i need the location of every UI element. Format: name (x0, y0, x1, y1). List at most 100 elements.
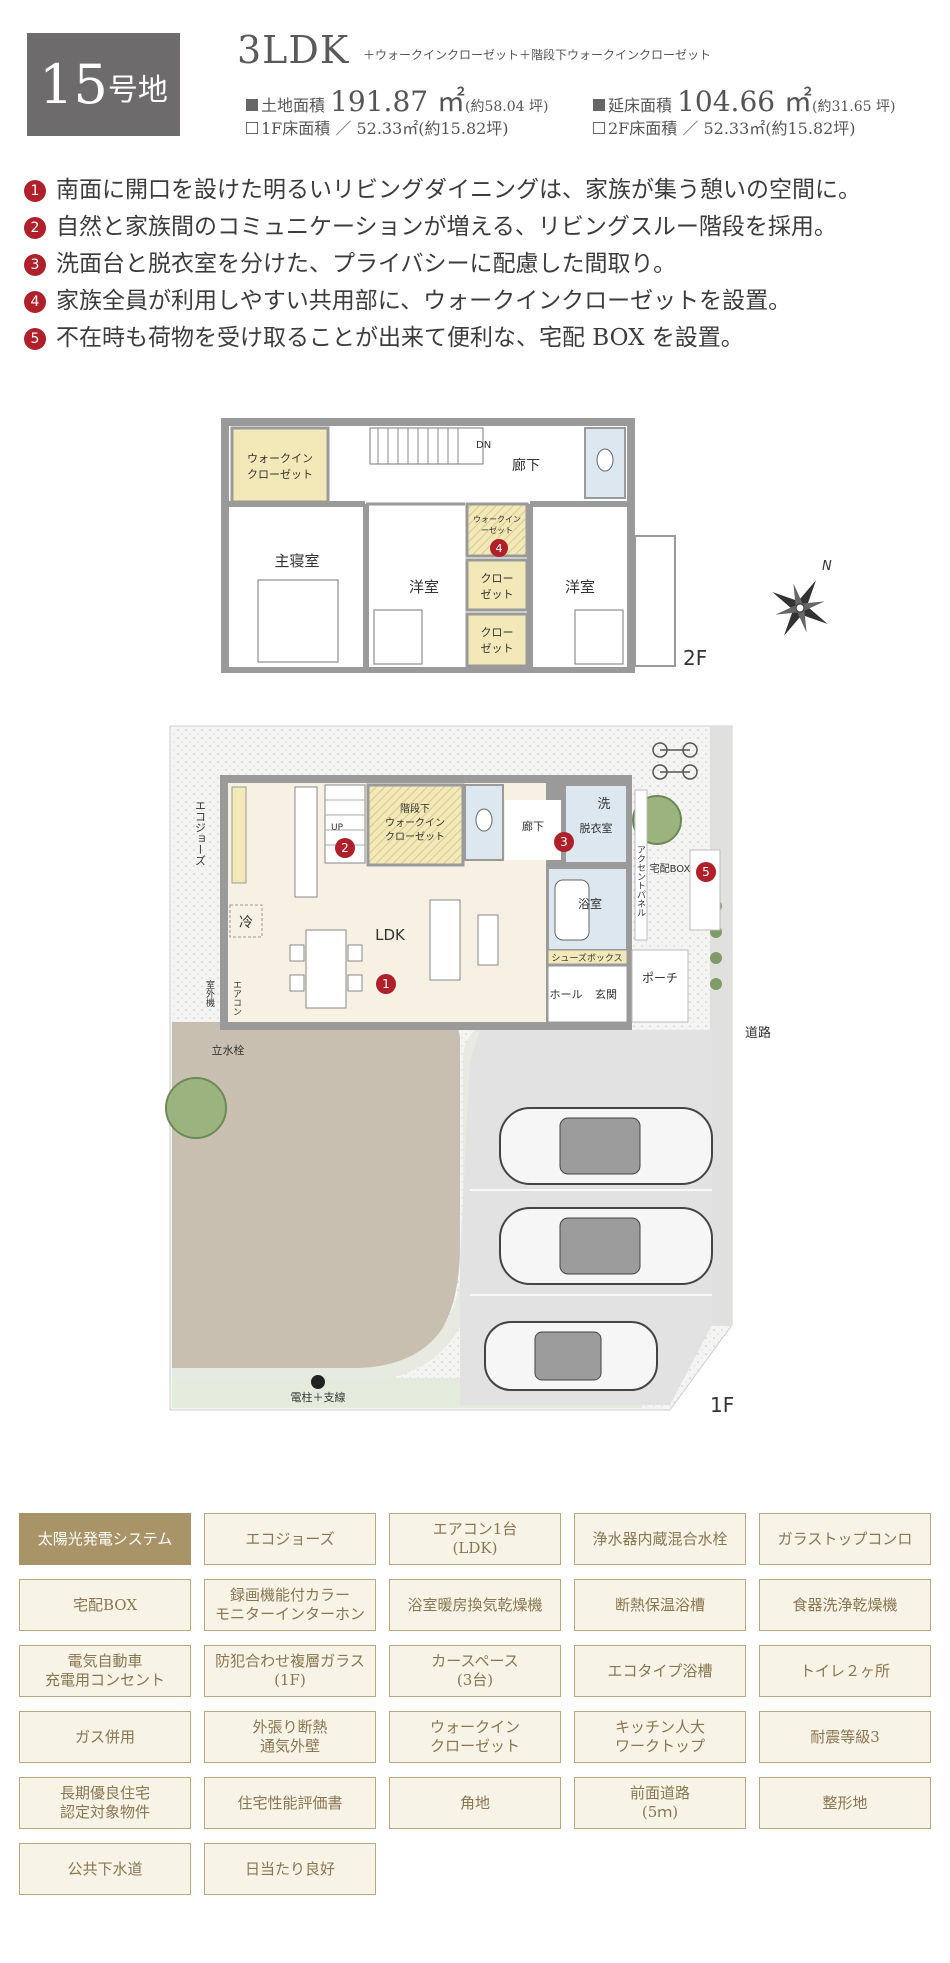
bath-label: 浴室 (578, 896, 602, 911)
road-label: 道路 (745, 1025, 771, 1041)
floor2-area: 2F床面積 ／ 52.33㎡(約15.82坪) (593, 115, 856, 139)
entrance-label: 玄関 (595, 987, 617, 1001)
closet1-label-2: ゼット (481, 588, 514, 601)
lot-number: 15 (39, 52, 108, 116)
dn-label: DN (476, 440, 491, 451)
stair-wic-label-1: 階段下 (400, 802, 430, 815)
feature-number: 5 (24, 328, 46, 350)
side-strip (710, 726, 732, 1326)
feature-item: 3 洗面台と脱衣室を分けた、プライバシーに配慮した間取り。 (24, 244, 861, 277)
stair-wic (366, 783, 465, 867)
wic-room (230, 426, 330, 504)
bathtub (554, 879, 590, 941)
feature-text: 家族全員が利用しやすい共用部に、ウォークインクローゼットを設置。 (56, 288, 792, 314)
hall-label-2f: 廊下 (512, 457, 540, 474)
lot-badge: 15 号地 (27, 33, 180, 136)
lawn (172, 1022, 460, 1375)
delivery-box-label: 宅配BOX (650, 862, 691, 875)
equipment-tag: 日当たり良好 (204, 1843, 376, 1895)
marker-5-label: 5 (702, 865, 710, 879)
entry-hall (547, 965, 628, 1023)
floor-area: 延床面積 104.66 ㎡(約31.65 坪) (593, 80, 895, 120)
equipment-tag: エアコン1台 (LDK) (389, 1513, 561, 1565)
empty-square-icon (593, 122, 605, 134)
shoebox-label: シューズボックス (551, 952, 622, 964)
porch (631, 949, 689, 1023)
equipment-tag: 断熱保温浴槽 (574, 1579, 746, 1631)
wic-label-1: ウォークイン (247, 452, 313, 465)
chair (289, 944, 305, 962)
stair-wic-label-3: クローゼット (385, 831, 445, 843)
filled-square-icon (246, 99, 258, 111)
equipment-tag: 耐震等級3 (759, 1711, 931, 1763)
stair-wic-label-2: ウォークイン (385, 817, 445, 829)
wic-label-2: クローゼット (247, 468, 313, 481)
pole-icon (311, 1375, 325, 1389)
feature-number: 3 (24, 254, 46, 276)
bed-western2 (574, 609, 624, 665)
marker-2 (335, 838, 355, 858)
outdoor-unit-label: 室外機 (204, 979, 215, 1008)
equipment-tag: ガス併用 (19, 1711, 191, 1763)
hall2-label: ホール (550, 988, 583, 1001)
feature-number: 2 (24, 217, 46, 239)
feature-text: 洗面台と脱衣室を分けた、プライバシーに配慮した間取り。 (56, 251, 677, 277)
chair (289, 974, 305, 992)
shrub-icon (710, 978, 722, 990)
kitchen-counter (231, 786, 247, 884)
feature-text: 不在時も荷物を受け取ることが出来て便利な、宅配 BOX を設置。 (56, 325, 744, 351)
car-icon (499, 1107, 713, 1185)
feature-text: 自然と家族間のコミュニケーションが増える、リビングスルー階段を採用。 (56, 214, 837, 240)
western2-label: 洋室 (565, 578, 595, 596)
floorplan-1f: LDK 冷 UP 階段下 ウォークイン クローゼット 廊下 洗 脱衣室 浴室 シ… (165, 725, 771, 1417)
up-label: UP (331, 823, 344, 833)
marker-3 (554, 832, 574, 852)
filled-square-icon (593, 99, 605, 111)
lot-suffix: 号地 (107, 72, 168, 108)
fridge-label: 冷 (239, 915, 253, 931)
equipment-tag: 太陽光発電システム (19, 1513, 191, 1565)
feature-item: 5 不在時も荷物を受け取ることが出来て便利な、宅配 BOX を設置。 (24, 318, 861, 351)
feature-text: 南面に開口を設けた明るいリビングダイニングは、家族が集う憩いの空間に。 (56, 177, 861, 203)
land-area-tsubo: (約58.04 坪) (464, 99, 549, 115)
car-icon (499, 1207, 713, 1285)
feature-number: 1 (24, 180, 46, 202)
marker-1-label: 1 (382, 977, 390, 991)
equipment-tag: キッチン人大 ワークトップ (574, 1711, 746, 1763)
closet-small-label-2: ーゼット (481, 525, 513, 535)
access-panel-label: アクセントパネル (635, 845, 646, 917)
equipment-tag: 外張り断熱 通気外壁 (204, 1711, 376, 1763)
land-area: 土地面積 191.87 ㎡(約58.04 坪) (246, 80, 548, 120)
ldk-label: LDK (375, 926, 406, 944)
wash-label: 洗 (597, 797, 610, 812)
toilet-bowl (596, 448, 614, 472)
equipment-tag: 前面道路 (5ｍ) (574, 1777, 746, 1829)
chair (347, 944, 363, 962)
floor2-area-label: 2F床面積 ／ 52.33㎡(約15.82坪) (608, 119, 856, 138)
equipment-tag: 電気自動車 充電用コンセント (19, 1645, 191, 1697)
floor1-area-label: 1F床面積 ／ 52.33㎡(約15.82坪) (261, 119, 509, 138)
floor-area-tsubo: (約31.65 坪) (811, 99, 896, 115)
floor1-area: 1F床面積 ／ 52.33㎡(約15.82坪) (246, 115, 509, 139)
equipment-tag: 公共下水道 (19, 1843, 191, 1895)
western1-label: 洋室 (409, 578, 439, 596)
hall-label-1f: 廊下 (522, 819, 544, 833)
bed-master (257, 579, 339, 663)
equipment-tag: 食器洗浄乾燥機 (759, 1579, 931, 1631)
ecojozu-label: エコジョーズ (194, 800, 207, 866)
equipment-tags: 太陽光発電システムエコジョーズエアコン1台 (LDK)浄水器内蔵混合水栓ガラスト… (19, 1513, 931, 1895)
plan-type: 3LDK (237, 28, 350, 72)
dining-table (305, 929, 347, 1009)
floor-area-label: 延床面積 (608, 96, 673, 115)
tree-icon (165, 1077, 227, 1139)
closet-small-label-1: ウォークイン (473, 515, 521, 524)
marker-4-label: 4 (496, 542, 503, 555)
equipment-tag: カースペース (3台) (389, 1645, 561, 1697)
feature-list: 1 南面に開口を設けた明るいリビングダイニングは、家族が集う憩いの空間に。 2 自然… (24, 170, 861, 355)
equipment-tag: 整形地 (759, 1777, 931, 1829)
land-area-value: 191.87 ㎡ (330, 85, 465, 118)
faucet-label: 立水栓 (212, 1043, 245, 1057)
accent-panel (634, 789, 648, 941)
fridge-box (229, 904, 263, 938)
